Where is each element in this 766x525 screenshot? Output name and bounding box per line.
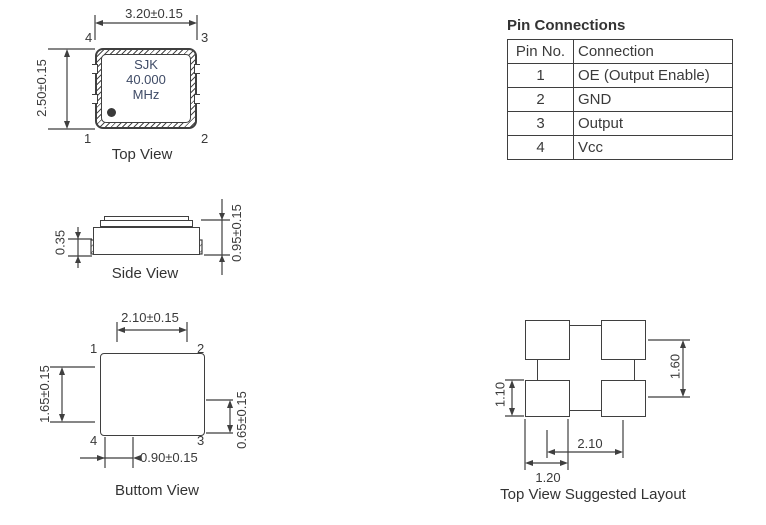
bottom-view-label: Buttom View bbox=[115, 482, 199, 499]
top-view-height-dimension: 2.50±0.15 bbox=[34, 59, 49, 117]
castellation-notch bbox=[194, 64, 200, 74]
pin-connection: Output bbox=[573, 111, 733, 136]
side-view-lid-top bbox=[104, 216, 189, 221]
side-view-lid-step bbox=[100, 220, 193, 227]
pin-table-row: 1 OE (Output Enable) bbox=[507, 63, 733, 88]
bottom-view-pin-4: 4 bbox=[90, 433, 98, 448]
bottom-view-pin-1: 1 bbox=[90, 341, 98, 356]
top-view-pin-2: 2 bbox=[201, 131, 209, 146]
chip-marking-line2: 40.000 bbox=[126, 72, 166, 87]
layout-package-outline bbox=[537, 325, 635, 411]
bottom-view-pad-height-dimension: 0.65±0.15 bbox=[234, 391, 249, 449]
layout-pad-width-dimension: 1.20 bbox=[535, 470, 561, 485]
layout-land-bottom-left bbox=[525, 380, 570, 417]
bottom-view-pitch-y-dimension: 1.65±0.15 bbox=[37, 365, 52, 423]
layout-land-top-right bbox=[601, 320, 646, 360]
bottom-view-pitch-x-dimension: 2.10±0.15 bbox=[121, 310, 179, 325]
pin-connection: OE (Output Enable) bbox=[573, 63, 733, 88]
pin-number: 2 bbox=[507, 87, 574, 112]
bottom-view-outline bbox=[100, 353, 205, 436]
castellation-notch bbox=[92, 64, 98, 74]
layout-pad-height-dimension: 1.10 bbox=[492, 381, 508, 408]
pin-number: 4 bbox=[507, 135, 574, 160]
chip-marking-line3: MHz bbox=[132, 87, 160, 102]
pin-number: 3 bbox=[507, 111, 574, 136]
top-view-label: Top View bbox=[111, 146, 173, 163]
side-view-base-dimension: 0.35 bbox=[52, 229, 68, 256]
top-view-pin-1: 1 bbox=[84, 131, 92, 146]
castellation-notch bbox=[194, 94, 200, 104]
layout-land-top-left bbox=[525, 320, 570, 360]
pin-connection: GND bbox=[573, 87, 733, 112]
chip-marking-line1: SJK bbox=[134, 57, 158, 72]
pin-table-header-pin: Pin No. bbox=[507, 39, 574, 64]
top-view-pin-4: 4 bbox=[85, 30, 93, 45]
pin-table-row: 2 GND bbox=[507, 87, 733, 112]
chip-marking: SJK 40.000 MHz bbox=[101, 57, 191, 102]
top-view-pin-3: 3 bbox=[201, 30, 209, 45]
layout-pitch-y-dimension: 1.60 bbox=[667, 353, 683, 380]
bottom-view-pad-width-dimension: 0.90±0.15 bbox=[140, 450, 198, 465]
layout-view-label: Top View Suggested Layout bbox=[500, 486, 686, 503]
pin-table-header-row: Pin No. Connection bbox=[507, 39, 733, 64]
top-view-package-body bbox=[101, 54, 191, 123]
pin-table-header-connection: Connection bbox=[573, 39, 733, 64]
top-view-width-dimension: 3.20±0.15 bbox=[125, 6, 183, 21]
castellation-notch bbox=[92, 94, 98, 104]
pin-connections-table: Pin No. Connection 1 OE (Output Enable) … bbox=[507, 39, 733, 160]
side-view-label: Side View bbox=[111, 265, 179, 282]
bottom-view-pin-3: 3 bbox=[197, 433, 205, 448]
pin-table-title: Pin Connections bbox=[507, 17, 626, 34]
pin-number: 1 bbox=[507, 63, 574, 88]
layout-pitch-x-dimension: 2.10 bbox=[577, 436, 603, 451]
pin-table-row: 3 Output bbox=[507, 111, 733, 136]
side-view-height-dimension: 0.95±0.15 bbox=[229, 204, 244, 262]
layout-land-bottom-right bbox=[601, 380, 646, 417]
pin-table-row: 4 Vcc bbox=[507, 135, 733, 160]
pin-connection: Vcc bbox=[573, 135, 733, 160]
pin1-marker-dot bbox=[107, 108, 116, 117]
bottom-view-pin-2: 2 bbox=[197, 341, 205, 356]
side-view-body bbox=[93, 227, 200, 255]
